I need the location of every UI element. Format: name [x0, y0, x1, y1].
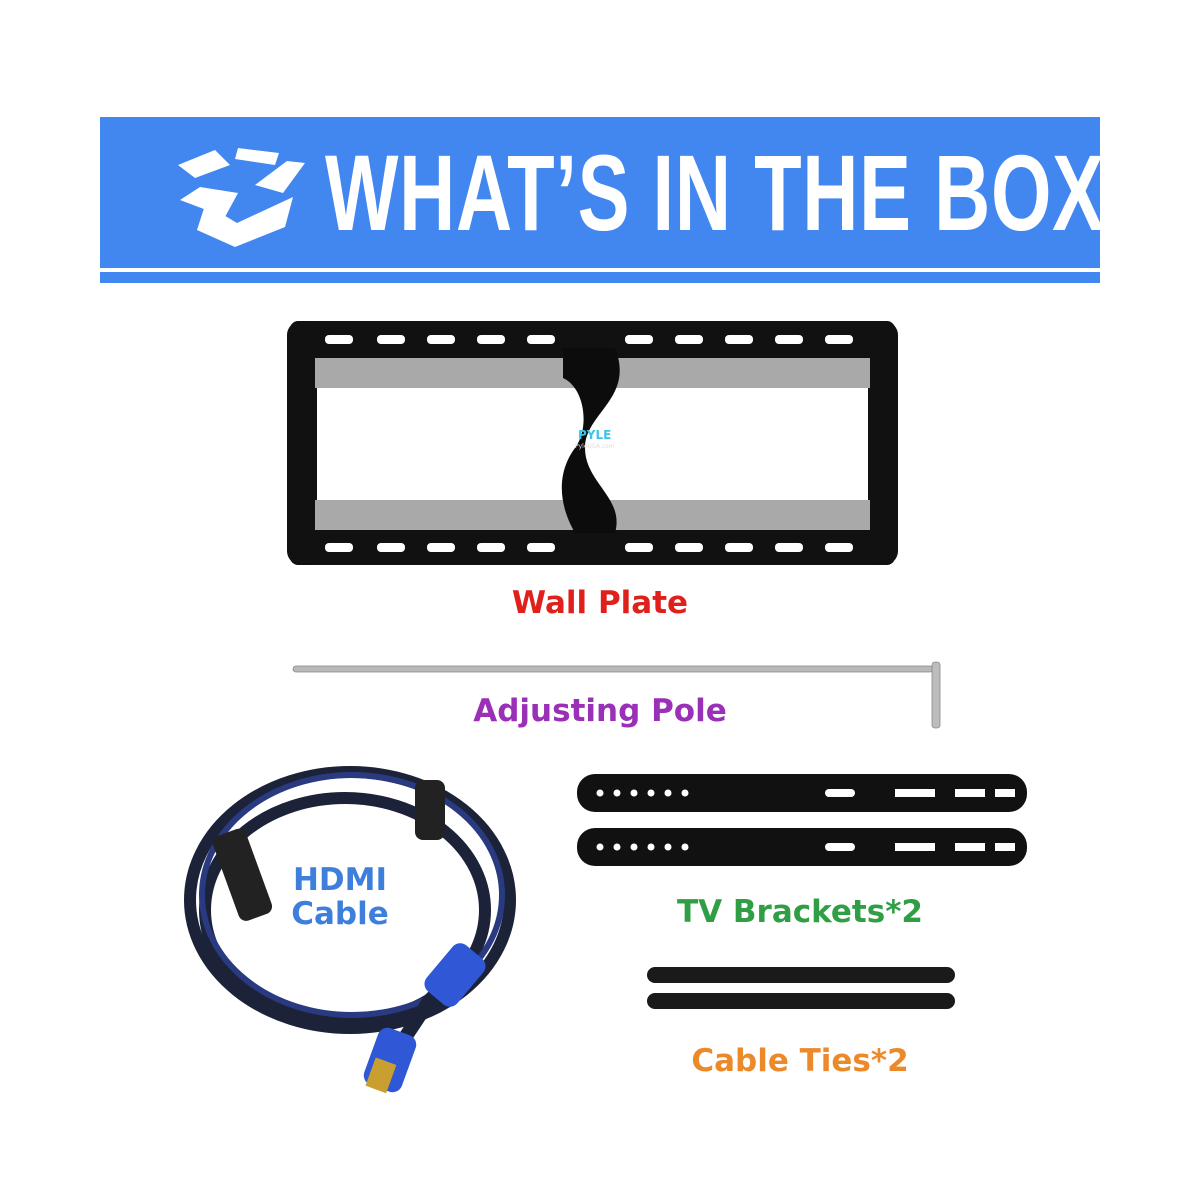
adjusting-pole-image — [292, 661, 941, 729]
pyle-logo: PYLE — [578, 428, 612, 442]
tv-brackets-label: TV Brackets*2 — [676, 894, 923, 930]
cable-ties-label: Cable Ties*2 — [691, 1043, 909, 1079]
hdmi-cable-label-line2: Cable — [291, 896, 389, 932]
open-box-icon — [178, 148, 305, 247]
cable-ties-image — [647, 967, 955, 1009]
page-title: WHAT’S IN THE BOX — [325, 132, 1105, 253]
banner-underline — [100, 272, 1100, 283]
adjusting-pole-label: Adjusting Pole — [473, 693, 727, 729]
hdmi-cable-label-line1: HDMI — [292, 862, 388, 898]
hdmi-cable-image — [184, 766, 516, 1094]
wall-plate-image — [287, 321, 898, 565]
header-banner — [100, 117, 1100, 268]
tv-brackets-image — [577, 774, 1027, 866]
pyle-logo-url: PyleUSA.com — [575, 443, 615, 450]
wall-plate-label: Wall Plate — [511, 585, 689, 621]
